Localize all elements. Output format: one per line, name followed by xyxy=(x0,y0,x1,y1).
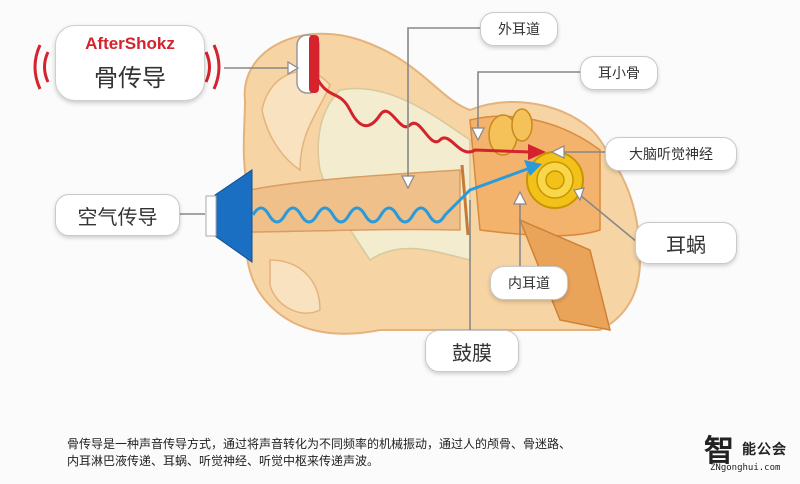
leader-outer-ear xyxy=(407,27,480,180)
leader-cochlea xyxy=(579,194,638,243)
eardrum-shape xyxy=(460,164,470,236)
bone-wave-arrowhead xyxy=(528,144,546,160)
pinna-lobe xyxy=(269,259,321,314)
caption: 骨传导是一种声音传导方式，通过将声音转化为不同频率的机械振动，通过人的颅骨、骨迷… xyxy=(67,436,717,470)
watermark-glyph: 智 xyxy=(704,434,734,469)
brand-subtitle: 骨传导 xyxy=(94,64,166,92)
leader-ossicles xyxy=(477,71,580,132)
brand-badge: AfterShokz 骨传导 xyxy=(55,25,205,101)
watermark-logo: 智 能公会 ZNgonghui.com xyxy=(696,430,796,480)
label-eardrum: 鼓膜 xyxy=(425,330,519,372)
sound-mark-left xyxy=(33,44,42,90)
label-outer-ear-canal: 外耳道 xyxy=(480,12,558,46)
watermark-url: ZNgonghui.com xyxy=(710,463,781,473)
caption-line-1: 骨传导是一种声音传导方式，通过将声音转化为不同频率的机械振动，通过人的颅骨、骨迷… xyxy=(67,437,572,451)
label-cochlea: 耳蜗 xyxy=(635,222,737,264)
sound-mark-right xyxy=(212,44,221,90)
bone-conduction-wave xyxy=(316,79,531,154)
watermark-word: 能公会 xyxy=(742,442,787,458)
brand-name: AfterShokz xyxy=(85,34,175,53)
air-conduction-wave xyxy=(251,166,531,224)
label-inner-ear-canal: 内耳道 xyxy=(490,266,568,300)
label-ossicles: 耳小骨 xyxy=(580,56,658,90)
label-air-conduction: 空气传导 xyxy=(55,194,180,236)
air-speaker xyxy=(214,169,253,263)
air-wave-arrowhead xyxy=(524,160,542,176)
caption-line-2: 内耳淋巴液传递、耳蜗、听觉神经、听觉中枢来传递声波。 xyxy=(67,454,380,468)
label-auditory-nerve: 大脑听觉神经 xyxy=(605,137,737,171)
